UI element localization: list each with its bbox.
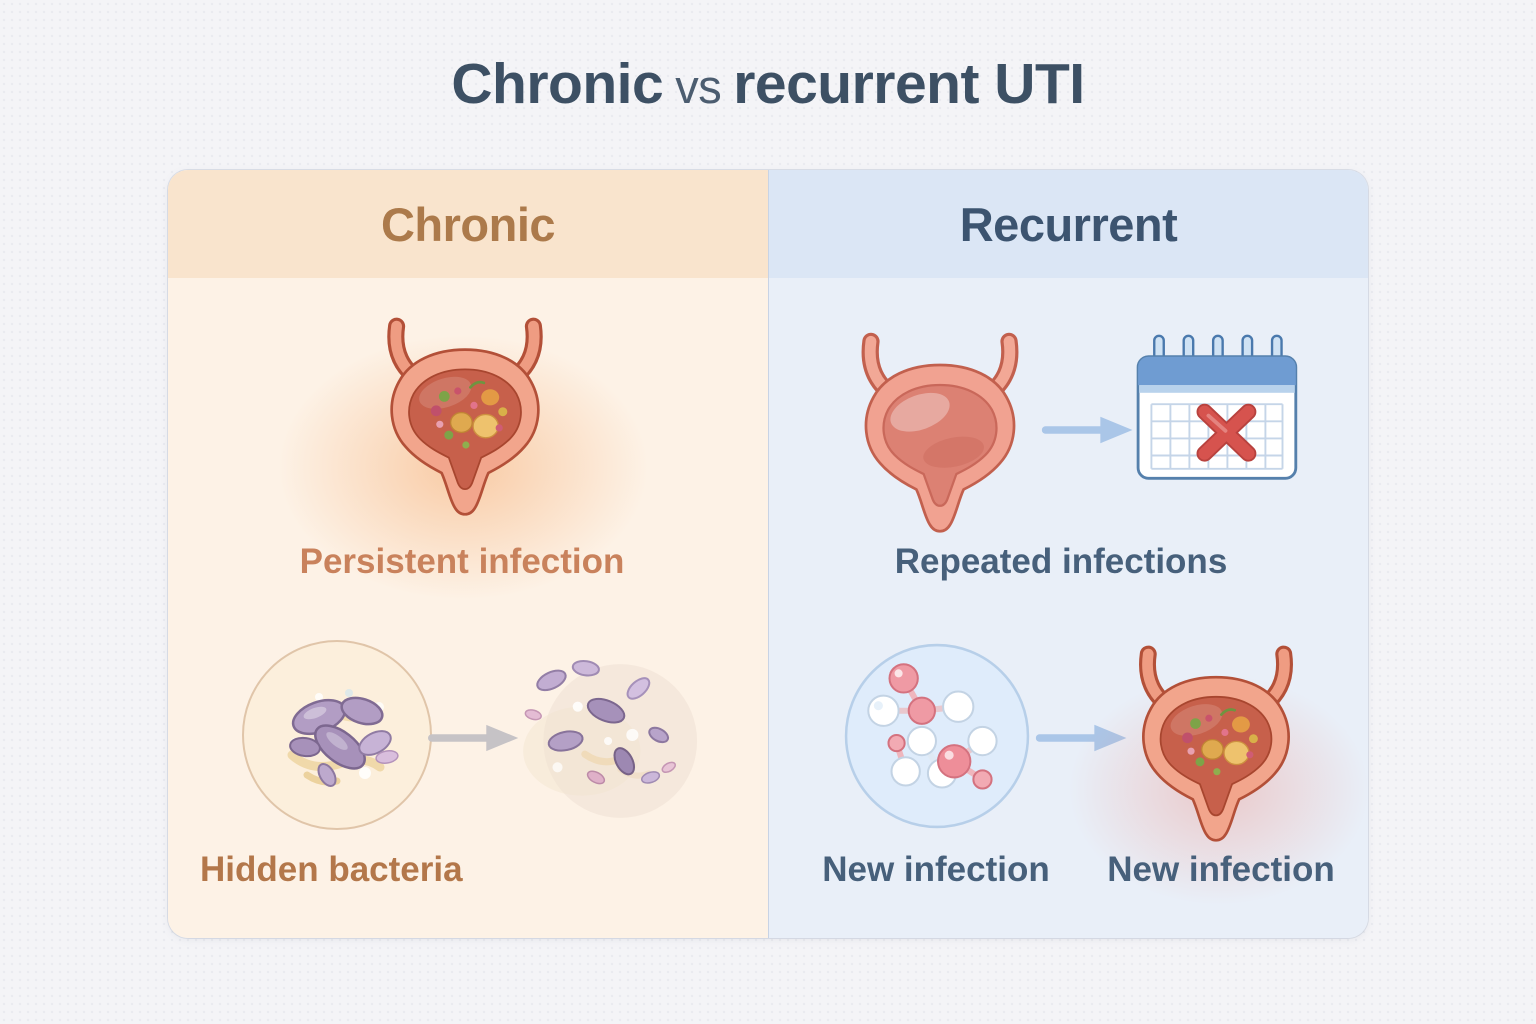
persistent-infection-label: Persistent infection [299, 542, 625, 581]
recurrent-panel-header: Recurrent [769, 170, 1368, 278]
infected-bladder-icon [1109, 638, 1323, 843]
calendar-x-icon [1136, 334, 1298, 480]
new-infection-label-right: New infection [1107, 850, 1335, 889]
title-word-chronic: Chronic [451, 52, 664, 116]
new-infection-label-left: New infection [822, 850, 1050, 889]
molecule-cluster-icon [844, 643, 1030, 829]
scattered-bacteria-icon [523, 659, 698, 818]
biofilm-bacteria-icon [242, 640, 432, 830]
chronic-panel: Chronic Persistent infection [168, 170, 768, 938]
repeated-infections-label: Repeated infections [894, 542, 1228, 581]
arrow-right-icon [1041, 413, 1137, 447]
recurrent-panel: Recurrent [768, 170, 1368, 938]
title-word-vs: vs [675, 60, 722, 113]
recurrent-header-label: Recurrent [959, 197, 1178, 251]
hidden-bacteria-label: Hidden bacteria [200, 850, 463, 889]
infected-bladder-icon [357, 310, 573, 517]
chronic-header-label: Chronic [380, 197, 556, 251]
healthy-bladder-icon [831, 325, 1049, 534]
title-word-recurrent-uti: recurrent UTI [733, 52, 1085, 116]
chronic-panel-header: Chronic [168, 170, 768, 278]
comparison-panels: Chronic Persistent infection [168, 170, 1368, 938]
